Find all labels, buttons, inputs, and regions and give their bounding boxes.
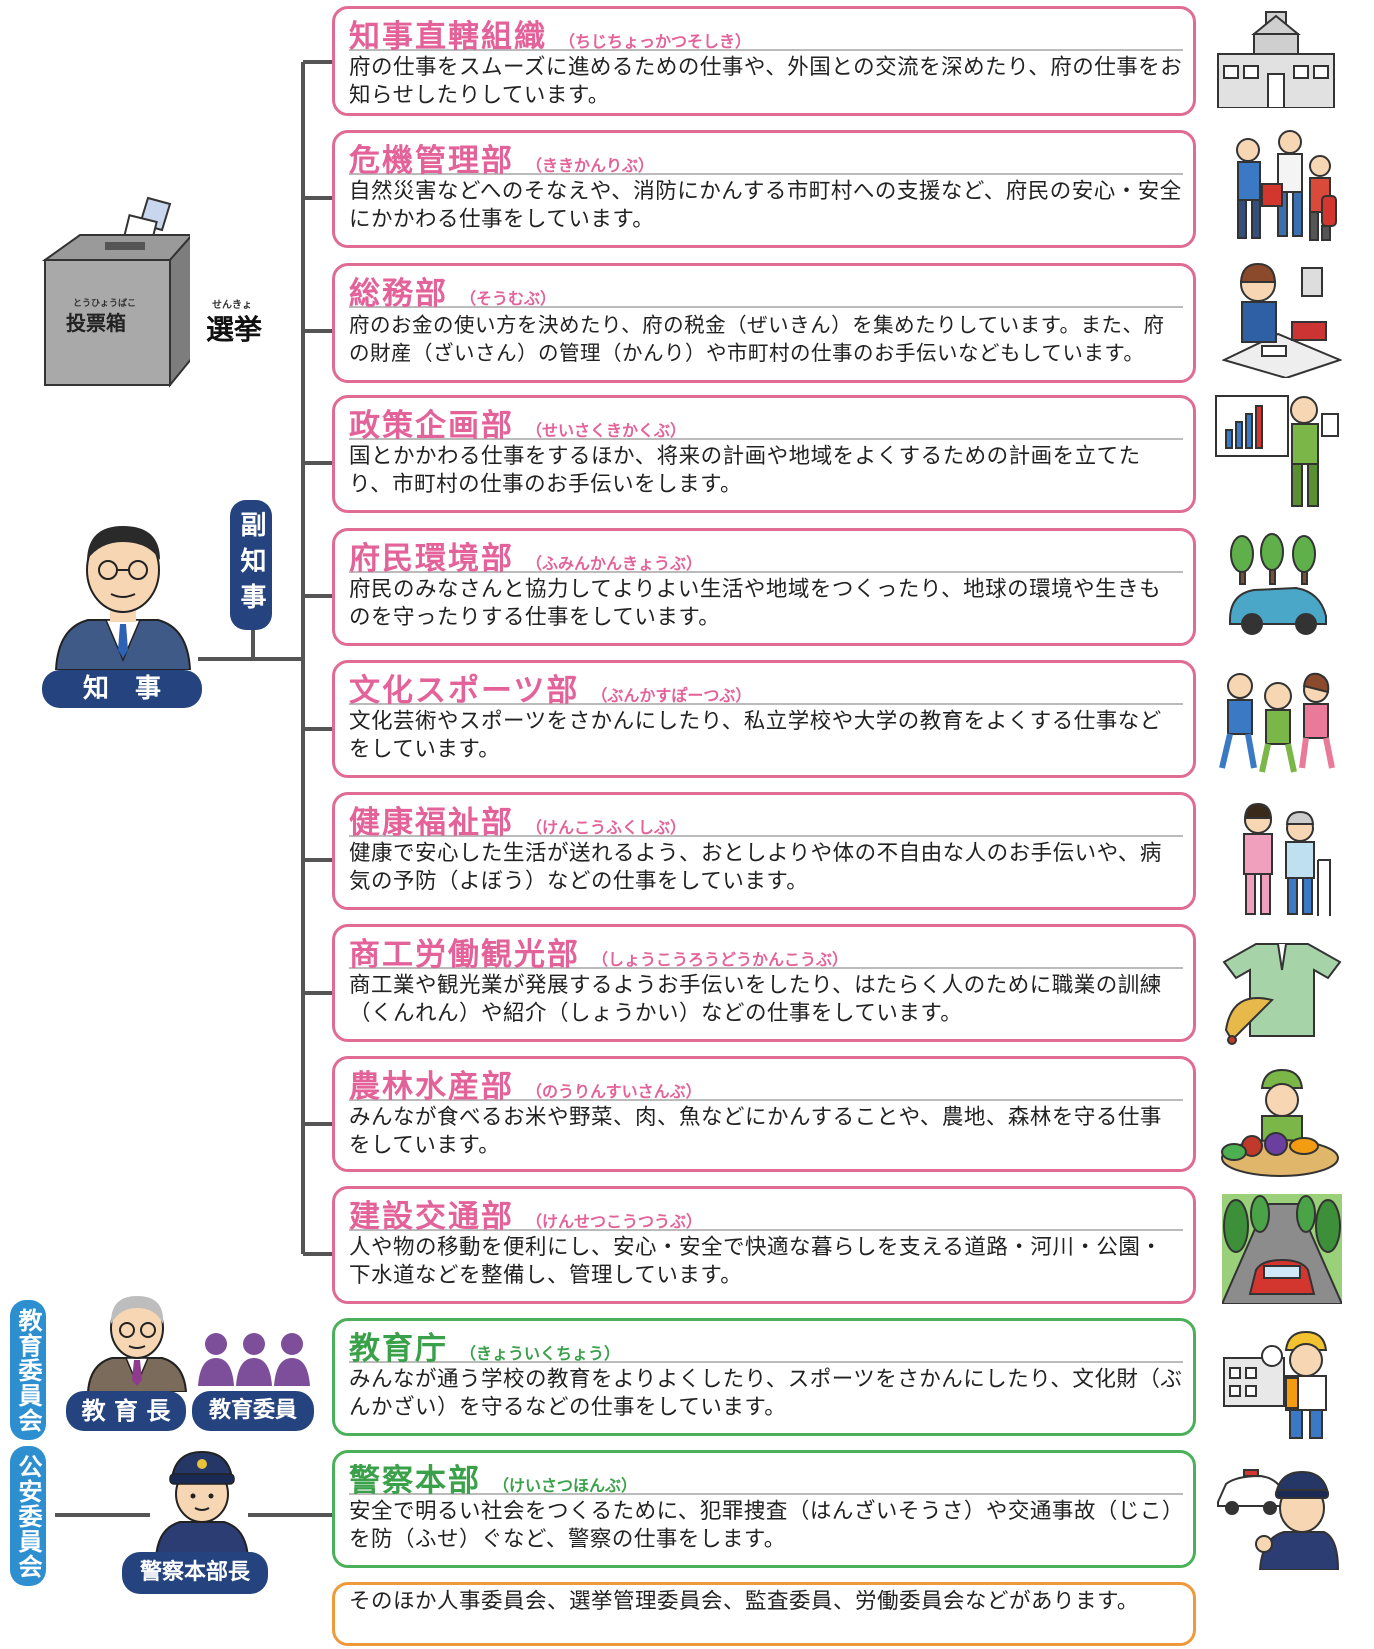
dept-description: 府の仕事をスムーズに進めるための仕事や、外国との交流を深めたり、府の仕事をお知ら… — [349, 55, 1183, 108]
dept-name: 商工労働観光部 — [349, 937, 580, 973]
dept-card-3: 政策企画部 （せいさくきかくぶ） 国とかかわる仕事をするほか、将来の計画や地域をよ… — [332, 395, 1196, 513]
superintendent-illustration — [82, 1292, 192, 1393]
dept-card-1: 危機管理部 （ききかんりぶ） 自然災害などへのそなえや、消防にかんする市町村への支… — [332, 130, 1196, 248]
dept-description: 人や物の移動を便利にし、安心・安全で快適な暮らしを支える道路・河川・公園・下水道… — [349, 1235, 1163, 1288]
board-members-icon — [198, 1330, 310, 1388]
dept-description: 府民のみなさんと協力してよりよい生活や地域をつくったり、地球の環境や生きものを守… — [349, 577, 1162, 630]
dept-name: 健康福祉部 — [349, 805, 514, 841]
superintendent-badge: 教 育 長 — [66, 1391, 186, 1431]
dept-reading: （ちじちょっかつそしき） — [559, 32, 752, 51]
others-description: そのほか人事委員会、選挙管理委員会、監査委員、労働委員会などがあります。 — [349, 1589, 1139, 1614]
election-furigana: せんきょ — [212, 300, 252, 311]
school-child-icon — [1220, 1328, 1340, 1440]
kimono-fan-icon — [1222, 940, 1342, 1048]
disaster-drill-icon — [1222, 128, 1342, 244]
board-of-education-badge: 教育委員会 — [10, 1300, 46, 1440]
dept-card-0: 知事直轄組織 （ちじちょっかつそしき） 府の仕事をスムーズに進めるための仕事や、外… — [332, 6, 1196, 116]
dept-card-9: 建設交通部 （けんせつこうつうぶ） 人や物の移動を便利にし、安心・安全で快適な暮ら… — [332, 1186, 1196, 1304]
dept-reading: （せいさくきかくぶ） — [526, 421, 687, 440]
farmer-vegetables-icon — [1218, 1066, 1342, 1180]
police-chief-illustration — [152, 1448, 252, 1559]
dept-description: 自然災害などへのそなえや、消防にかんする市町村への支援など、府民の安心・安全にか… — [349, 179, 1182, 232]
dept-name: 知事直轄組織 — [349, 19, 547, 55]
dept-name: 建設交通部 — [349, 1199, 514, 1235]
office-clerk-icon — [1221, 260, 1343, 380]
dept-reading: （ふみんかんきょうぶ） — [526, 554, 703, 573]
dept-card-7: 商工労働観光部 （しょうこうろうどうかんこうぶ） 商工業や観光業が発展するようお手… — [332, 924, 1196, 1042]
dept-name: 政策企画部 — [349, 408, 514, 444]
ballot-box-furigana: とうひょうばこ — [73, 299, 137, 309]
dept-description: 国とかかわる仕事をするほか、将来の計画や地域をよくするための計画を立てたり、市町… — [349, 444, 1141, 497]
road-car-icon — [1220, 1194, 1344, 1305]
dept-reading: （きょういくちょう） — [460, 1344, 621, 1363]
education-agency-card: 教育庁 （きょういくちょう） みんなが通う学校の教育をよりよくしたり、スポーツをさ… — [332, 1318, 1196, 1436]
dept-card-6: 健康福祉部 （けんこうふくしぶ） 健康で安心した生活が送れるよう、おとしよりや体の… — [332, 792, 1196, 910]
dept-card-5: 文化スポーツ部 （ぶんかすぽーつぶ） 文化芸術やスポーツをさかんにしたり、私立学校… — [332, 660, 1196, 778]
dept-reading: （ぶんかすぽーつぶ） — [591, 686, 752, 705]
walking-people-icon — [1218, 664, 1340, 774]
dept-description: 安全で明るい社会をつくるために、犯罪捜査（はんざいそうさ）や交通事故（じこ）を防… — [349, 1499, 1174, 1552]
dept-reading: （けいさつほんぶ） — [493, 1476, 638, 1495]
dept-reading: （ききかんりぶ） — [526, 156, 655, 175]
ballot-box-label: 投票箱 — [66, 311, 126, 335]
dept-name: 農林水産部 — [349, 1069, 514, 1105]
dept-card-2: 総務部 （そうむぶ） 府のお金の使い方を決めたり、府の税金（ぜいきん）を集めたりし… — [332, 263, 1196, 383]
dept-description: みんなが通う学校の教育をよりよくしたり、スポーツをさかんにしたり、文化財（ぶんか… — [349, 1367, 1183, 1420]
government-building-icon — [1214, 4, 1338, 109]
board-members-badge: 教育委員 — [192, 1391, 314, 1431]
dept-reading: （けんせつこうつうぶ） — [526, 1212, 703, 1231]
others-card: そのほか人事委員会、選挙管理委員会、監査委員、労働委員会などがあります。 — [332, 1582, 1196, 1646]
dept-name: 教育庁 — [349, 1331, 448, 1367]
caregiver-icon — [1230, 800, 1340, 918]
election-label: 選挙 — [206, 313, 263, 346]
dept-name: 総務部 — [349, 276, 448, 312]
vice-governor-badge: 副知事 — [230, 500, 272, 630]
police-officer-icon — [1214, 1458, 1340, 1571]
dept-reading: （のうりんすいさんぶ） — [526, 1082, 702, 1101]
dept-name: 警察本部 — [349, 1463, 481, 1499]
dept-description: 健康で安心した生活が送れるよう、おとしよりや体の不自由な人のお手伝いや、病気の予… — [349, 841, 1162, 894]
dept-name: 文化スポーツ部 — [349, 673, 580, 709]
dept-name: 危機管理部 — [349, 143, 514, 179]
dept-reading: （けんこうふくしぶ） — [526, 818, 687, 837]
dept-description: 文化芸術やスポーツをさかんにしたり、私立学校や大学の教育をよくする仕事などをして… — [349, 709, 1162, 762]
ballot-box-icon — [40, 190, 195, 390]
governor-illustration — [48, 520, 198, 671]
presentation-icon — [1212, 392, 1342, 512]
dept-description: みんなが食べるお米や野菜、肉、魚などにかんすることや、農地、森林を守る仕事をして… — [349, 1105, 1162, 1158]
dept-description: 府のお金の使い方を決めたり、府の税金（ぜいきん）を集めたりしています。また、府の… — [349, 313, 1165, 365]
dept-description: 商工業や観光業が発展するようお手伝いをしたり、はたらく人のために職業の訓練（くん… — [349, 973, 1162, 1026]
governor-badge: 知 事 — [42, 670, 202, 708]
police-chief-badge: 警察本部長 — [122, 1552, 268, 1594]
dept-card-8: 農林水産部 （のうりんすいさんぶ） みんなが食べるお米や野菜、肉、魚などにかんする… — [332, 1056, 1196, 1172]
dept-reading: （しょうこうろうどうかんこうぶ） — [592, 950, 849, 969]
eco-car-icon — [1224, 532, 1334, 640]
dept-card-4: 府民環境部 （ふみんかんきょうぶ） 府民のみなさんと協力してよりよい生活や地域をつ… — [332, 528, 1196, 646]
police-card: 警察本部 （けいさつほんぶ） 安全で明るい社会をつくるために、犯罪捜査（はんざいそ… — [332, 1450, 1196, 1568]
dept-name: 府民環境部 — [349, 541, 514, 577]
public-safety-commission-badge: 公安委員会 — [10, 1446, 46, 1586]
dept-reading: （そうむぶ） — [460, 289, 557, 308]
